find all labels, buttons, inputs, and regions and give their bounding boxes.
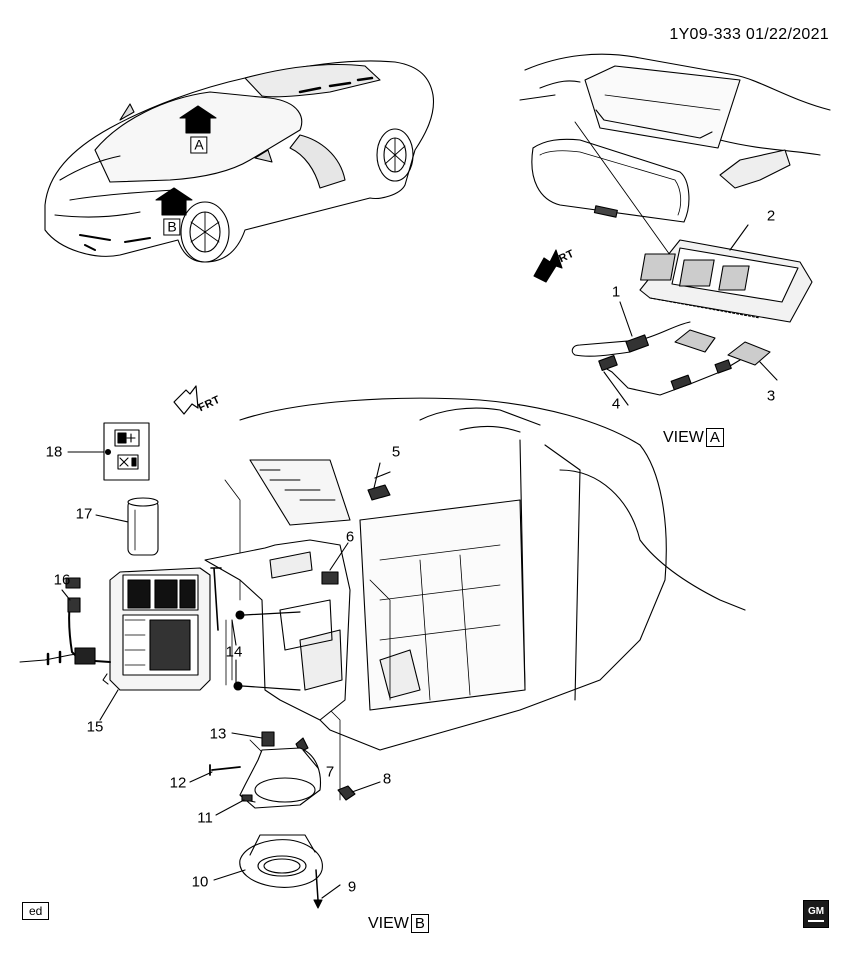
callout-16: 16 bbox=[53, 571, 71, 589]
view-b-assembly-drawing bbox=[19, 385, 746, 909]
gm-logo: GM bbox=[803, 900, 829, 928]
callout-6: 6 bbox=[345, 528, 355, 546]
view-b-arrow-marker: B bbox=[163, 218, 181, 236]
document-id-date: 1Y09-333 01/22/2021 bbox=[669, 26, 829, 43]
callout-13: 13 bbox=[209, 725, 227, 743]
car-overview-drawing bbox=[44, 60, 435, 263]
callout-8: 8 bbox=[382, 770, 392, 788]
edition-tag: ed bbox=[22, 902, 50, 920]
view-a-caption: VIEW A bbox=[663, 428, 724, 447]
callout-2: 2 bbox=[766, 207, 776, 225]
callout-4: 4 bbox=[611, 395, 621, 413]
callout-12: 12 bbox=[169, 774, 187, 792]
view-b-caption: VIEW B bbox=[368, 914, 429, 933]
callout-14: 14 bbox=[225, 643, 243, 661]
view-b-caption-text: VIEW bbox=[368, 914, 409, 932]
view-a-caption-text: VIEW bbox=[663, 428, 704, 446]
callout-7: 7 bbox=[325, 763, 335, 781]
gm-logo-bar bbox=[808, 919, 824, 922]
callout-17: 17 bbox=[75, 505, 93, 523]
callout-11: 11 bbox=[197, 809, 213, 827]
callout-15: 15 bbox=[86, 718, 104, 736]
callout-3: 3 bbox=[766, 387, 776, 405]
callout-1: 1 bbox=[611, 283, 621, 301]
view-a-arrow-marker: A bbox=[190, 136, 208, 154]
view-b-caption-letter: B bbox=[410, 914, 429, 933]
callout-18: 18 bbox=[45, 443, 63, 461]
view-a-caption-letter: A bbox=[705, 428, 724, 447]
callout-10: 10 bbox=[191, 873, 209, 891]
gm-logo-text: GM bbox=[807, 905, 825, 917]
callout-9: 9 bbox=[347, 878, 357, 896]
callout-5: 5 bbox=[391, 443, 401, 461]
view-a-console-drawing bbox=[519, 53, 831, 406]
